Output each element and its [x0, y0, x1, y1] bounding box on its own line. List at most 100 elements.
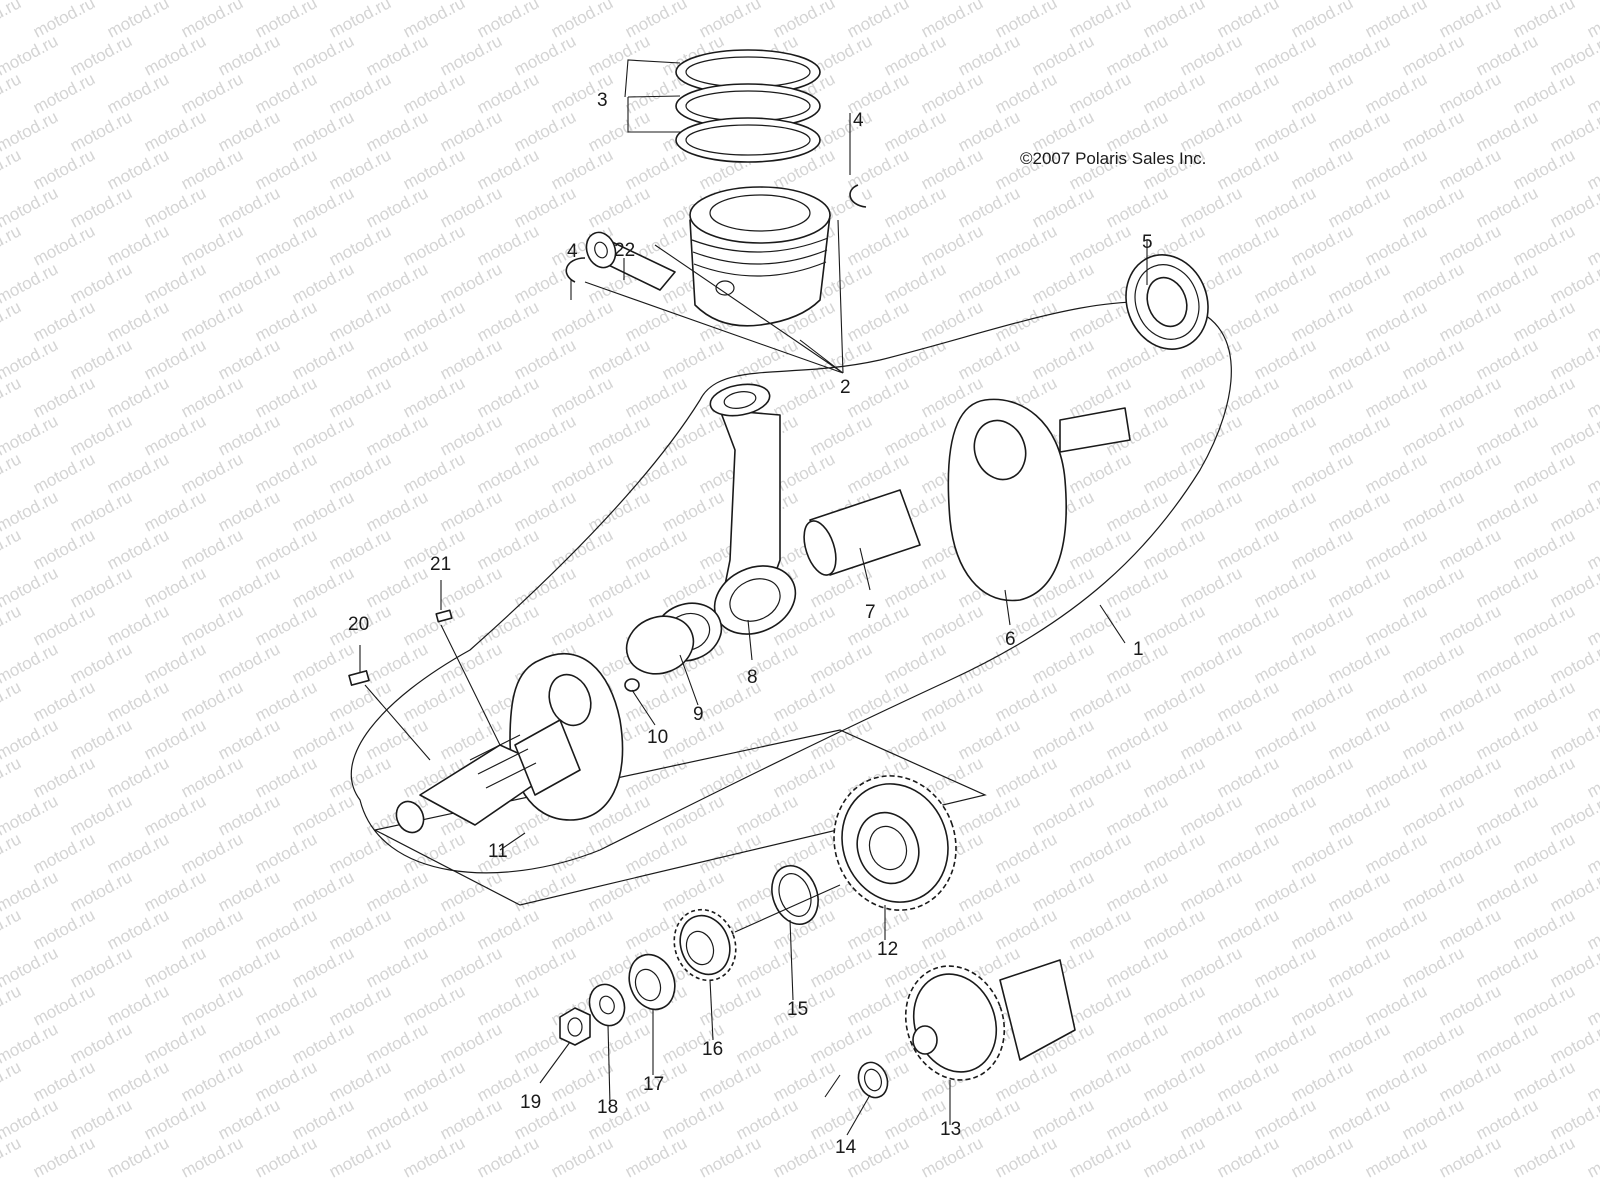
- watermark-text: motod.ru: [622, 1133, 690, 1181]
- timing-sprocket: [673, 908, 737, 982]
- watermark-text: motod.ru: [252, 297, 320, 345]
- watermark-text: motod.ru: [67, 487, 135, 535]
- watermark-text: motod.ru: [1399, 867, 1467, 915]
- watermark-text: motod.ru: [141, 259, 209, 307]
- watermark-text: motod.ru: [30, 677, 98, 725]
- watermark-text: motod.ru: [326, 221, 394, 269]
- callout-8: 8: [747, 667, 758, 688]
- watermark-text: motod.ru: [992, 677, 1060, 725]
- watermark-text: motod.ru: [733, 335, 801, 383]
- watermark-text: motod.ru: [215, 1095, 283, 1143]
- watermark-text: motod.ru: [1325, 183, 1393, 231]
- watermark-text: motod.ru: [252, 1057, 320, 1105]
- watermark-text: motod.ru: [1547, 867, 1600, 915]
- watermark-text: motod.ru: [289, 31, 357, 79]
- watermark-text: motod.ru: [770, 1057, 838, 1105]
- watermark-text: motod.ru: [104, 1133, 172, 1181]
- watermark-text: motod.ru: [178, 1057, 246, 1105]
- watermark-text: motod.ru: [1288, 449, 1356, 497]
- watermark-text: motod.ru: [326, 297, 394, 345]
- watermark-text: motod.ru: [844, 601, 912, 649]
- watermark-text: motod.ru: [1436, 829, 1504, 877]
- watermark-text: motod.ru: [1251, 107, 1319, 155]
- watermark-text: motod.ru: [474, 1133, 542, 1181]
- watermark-text: motod.ru: [1325, 791, 1393, 839]
- watermark-text: motod.ru: [511, 487, 579, 535]
- watermark-text: motod.ru: [30, 221, 98, 269]
- watermark-text: motod.ru: [289, 1019, 357, 1067]
- watermark-text: motod.ru: [141, 31, 209, 79]
- watermark-text: motod.ru: [548, 449, 616, 497]
- watermark-text: motod.ru: [1288, 0, 1356, 42]
- watermark-text: motod.ru: [400, 1057, 468, 1105]
- watermark-text: motod.ru: [474, 981, 542, 1029]
- watermark-text: motod.ru: [1251, 867, 1319, 915]
- watermark-text: motod.ru: [400, 297, 468, 345]
- watermark-text: motod.ru: [844, 981, 912, 1029]
- watermark-text: motod.ru: [1288, 1057, 1356, 1105]
- watermark-text: motod.ru: [1584, 1133, 1600, 1181]
- watermark-text: motod.ru: [733, 1095, 801, 1143]
- watermark-text: motod.ru: [511, 183, 579, 231]
- watermark-text: motod.ru: [0, 829, 24, 877]
- watermark-text: motod.ru: [67, 411, 135, 459]
- watermark-text: motod.ru: [0, 297, 24, 345]
- watermark-text: motod.ru: [1325, 487, 1393, 535]
- watermark-text: motod.ru: [770, 1133, 838, 1181]
- watermark-text: motod.ru: [918, 0, 986, 42]
- callout-14: 14: [835, 1137, 857, 1158]
- watermark-text: motod.ru: [1066, 981, 1134, 1029]
- watermark-text: motod.ru: [141, 639, 209, 687]
- watermark-text: motod.ru: [1103, 1019, 1171, 1067]
- watermark-text: motod.ru: [0, 373, 24, 421]
- watermark-text: motod.ru: [881, 183, 949, 231]
- watermark-text: motod.ru: [1584, 829, 1600, 877]
- watermark-text: motod.ru: [1436, 69, 1504, 117]
- watermark-text: motod.ru: [104, 373, 172, 421]
- watermark-text: motod.ru: [844, 221, 912, 269]
- watermark-text: motod.ru: [104, 677, 172, 725]
- watermark-text: motod.ru: [585, 1019, 653, 1067]
- watermark-text: motod.ru: [400, 69, 468, 117]
- watermark-text: motod.ru: [1177, 1095, 1245, 1143]
- watermark-text: motod.ru: [289, 943, 357, 991]
- watermark-text: motod.ru: [326, 829, 394, 877]
- watermark-text: motod.ru: [1399, 107, 1467, 155]
- watermark-text: motod.ru: [215, 867, 283, 915]
- drive-gear: [833, 775, 957, 911]
- watermark-text: motod.ru: [326, 449, 394, 497]
- watermark-text: motod.ru: [326, 373, 394, 421]
- watermark-text: motod.ru: [326, 145, 394, 193]
- watermark-text: motod.ru: [1362, 1057, 1430, 1105]
- watermark-text: motod.ru: [1436, 753, 1504, 801]
- balancer-shaft-gear: [904, 959, 1076, 1081]
- watermark-text: motod.ru: [1288, 981, 1356, 1029]
- watermark-text: motod.ru: [511, 31, 579, 79]
- watermark-text: motod.ru: [178, 601, 246, 649]
- callout-2: 2: [840, 377, 851, 398]
- watermark-text: motod.ru: [1510, 1133, 1578, 1181]
- watermark-text: motod.ru: [104, 905, 172, 953]
- watermark-text: motod.ru: [1140, 69, 1208, 117]
- watermark-text: motod.ru: [1103, 31, 1171, 79]
- watermark-text: motod.ru: [992, 1057, 1060, 1105]
- watermark-text: motod.ru: [1473, 715, 1541, 763]
- watermark-text: motod.ru: [141, 791, 209, 839]
- watermark-text: motod.ru: [1436, 525, 1504, 573]
- watermark-text: motod.ru: [807, 639, 875, 687]
- watermark-text: motod.ru: [1325, 107, 1393, 155]
- watermark-text: motod.ru: [511, 943, 579, 991]
- watermark-text: motod.ru: [1214, 677, 1282, 725]
- watermark-text: motod.ru: [289, 107, 357, 155]
- watermark-text: motod.ru: [252, 829, 320, 877]
- watermark-text: motod.ru: [659, 867, 727, 915]
- watermark-text: motod.ru: [437, 487, 505, 535]
- watermark-text: motod.ru: [141, 183, 209, 231]
- watermark-text: motod.ru: [1584, 297, 1600, 345]
- watermark-text: motod.ru: [0, 221, 24, 269]
- watermark-text: motod.ru: [1288, 373, 1356, 421]
- watermark-text: motod.ru: [437, 107, 505, 155]
- watermark-text: motod.ru: [1362, 753, 1430, 801]
- watermark-text: motod.ru: [1066, 525, 1134, 573]
- watermark-text: motod.ru: [289, 791, 357, 839]
